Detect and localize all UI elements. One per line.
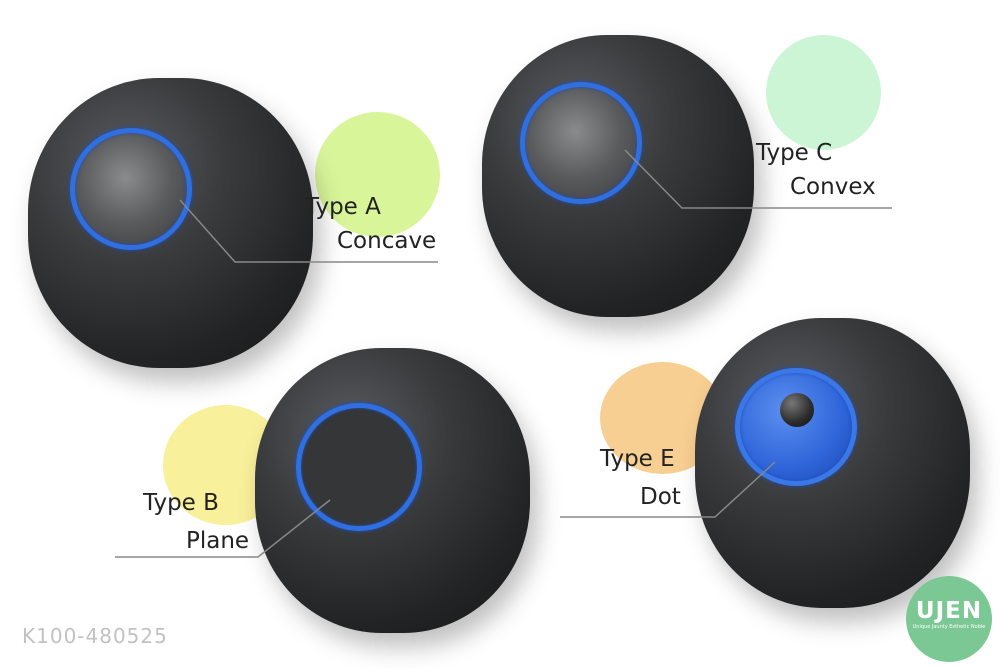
type-b-style: Plane [186,528,250,554]
type-e-label: Type E [600,446,675,472]
type-a-style: Concave [337,228,437,254]
leader-line-b [115,499,331,558]
convex-ring [520,82,642,204]
type-a-label: Type A [305,194,381,220]
dot-ring [735,368,857,486]
type-c-style: Convex [790,174,876,200]
leader-line-e [560,461,776,518]
type-b-label: Type B [143,490,219,516]
type-c-color-swatch [766,35,881,150]
type-c-label: Type C [756,140,833,166]
leader-line-a [179,199,438,263]
product-code: K100-480525 [22,624,168,648]
logo-tagline: Unique Jaunty Esthetic Noble [912,624,986,630]
concave-ring [70,128,192,250]
type-e-style: Dot [640,484,681,510]
type-a-color-swatch [315,112,440,237]
leader-line-c [624,149,892,209]
logo-text: UJEN [915,598,983,624]
dot-center [780,393,814,427]
ujen-logo: UJEN Unique Jaunty Esthetic Noble [906,576,992,662]
